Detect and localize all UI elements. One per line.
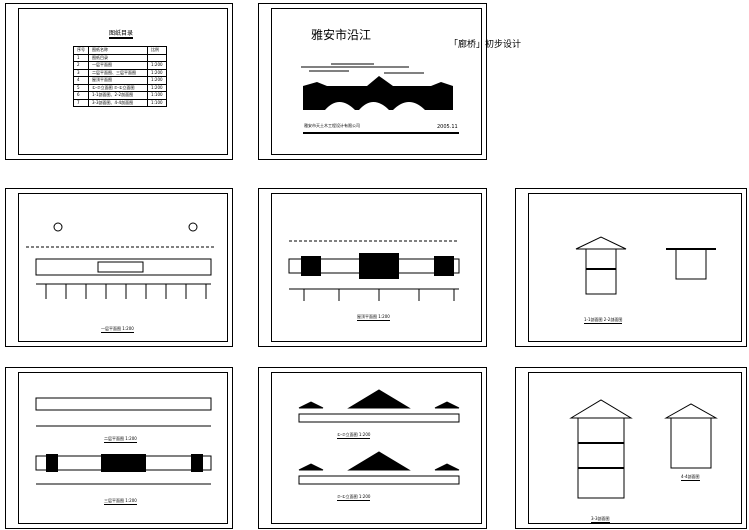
sheet-plan-1[interactable]: 一层平面图 1:200 <box>5 188 233 347</box>
cell: 2 <box>73 61 89 70</box>
cell <box>147 53 167 62</box>
cell: 5 <box>73 83 89 92</box>
cell: 1:200 <box>147 68 167 77</box>
cell: 图纸目录 <box>88 53 148 62</box>
sheet-border <box>271 8 482 155</box>
header-cell: 比例 <box>147 46 167 55</box>
cell: 7 <box>73 98 89 107</box>
cell: 1-1剖面图、2-2剖面图 <box>88 91 148 100</box>
roof-plan-drawing <box>288 240 460 301</box>
table-header: 序号图纸名称比例 <box>73 46 167 55</box>
drawing-caption: 1-1剖面图 2-2剖面图 <box>584 317 623 324</box>
cell: 1:200 <box>147 83 167 92</box>
drawing-caption: 三层平面图 1:200 <box>104 498 137 505</box>
sheet-border <box>271 372 482 524</box>
drawing-caption: 3-3剖面图 <box>591 516 610 523</box>
sheet-section-1-2[interactable]: 1-1剖面图 2-2剖面图 <box>515 188 747 347</box>
sheet-cover[interactable]: 雅安市沿江 雅安市天土木工程设计有限公司 2005.11 <box>258 3 487 160</box>
sheet-border <box>528 372 742 524</box>
header-cell: 图纸名称 <box>88 46 148 55</box>
drawing-caption: 二层平面图 1:200 <box>104 436 137 443</box>
drawing-caption: ⑦-①立面图 1:200 <box>337 494 371 501</box>
sheet-border <box>18 8 228 155</box>
cell: 1:100 <box>147 98 167 107</box>
catalog-title: 图纸目录 <box>109 30 134 39</box>
bridge-illustration <box>301 63 459 134</box>
drawing-caption: 一层平面图 1:200 <box>101 326 134 333</box>
cell: 1 <box>73 53 89 62</box>
drawing-caption: 屋顶平面图 1:200 <box>357 314 390 321</box>
elevation-drawings <box>298 389 460 485</box>
sheet-border <box>271 193 482 342</box>
sheet-border <box>18 193 228 342</box>
company-name: 雅安市天土木工程设计有限公司 <box>304 123 360 128</box>
cell: 6 <box>73 91 89 100</box>
sheet-border <box>528 193 742 342</box>
cell: 3-3剖面图、4-4剖面图 <box>88 98 148 107</box>
sheet-roof-plan[interactable]: 屋顶平面图 1:200 <box>258 188 487 347</box>
cell: 1:100 <box>147 91 167 100</box>
cell: 屋顶平面图 <box>88 76 148 85</box>
cell: 3 <box>73 68 89 77</box>
cover-date: 2005.11 <box>437 124 458 130</box>
cell: 二层平面图、三层平面图 <box>88 68 148 77</box>
sheet-section-3-4[interactable]: 3-3剖面图 4-4剖面图 <box>515 367 747 529</box>
section-drawing <box>569 399 718 499</box>
sheet-border <box>18 372 228 524</box>
cell: ①-⑦立面图 ⑦-①立面图 <box>88 83 148 92</box>
drawing-caption: ①-⑦立面图 1:200 <box>337 432 371 439</box>
cell: 一层平面图 <box>88 61 148 70</box>
upper-floor-plans <box>35 397 212 485</box>
sheet-elevations[interactable]: ①-⑦立面图 1:200 ⑦-①立面图 1:200 <box>258 367 487 529</box>
cell: 1:200 <box>147 76 167 85</box>
sheet-plan-2-3[interactable]: 二层平面图 1:200 三层平面图 1:200 <box>5 367 233 529</box>
cover-subtitle: 「廊桥」初步设计 <box>449 40 522 50</box>
section-drawing <box>575 236 716 295</box>
cell: 1:200 <box>147 61 167 70</box>
cover-title: 雅安市沿江 <box>311 28 372 42</box>
header-cell: 序号 <box>73 46 89 55</box>
drawing-caption: 4-4剖面图 <box>681 474 700 481</box>
cell: 4 <box>73 76 89 85</box>
floor-plan-drawing <box>26 222 216 299</box>
